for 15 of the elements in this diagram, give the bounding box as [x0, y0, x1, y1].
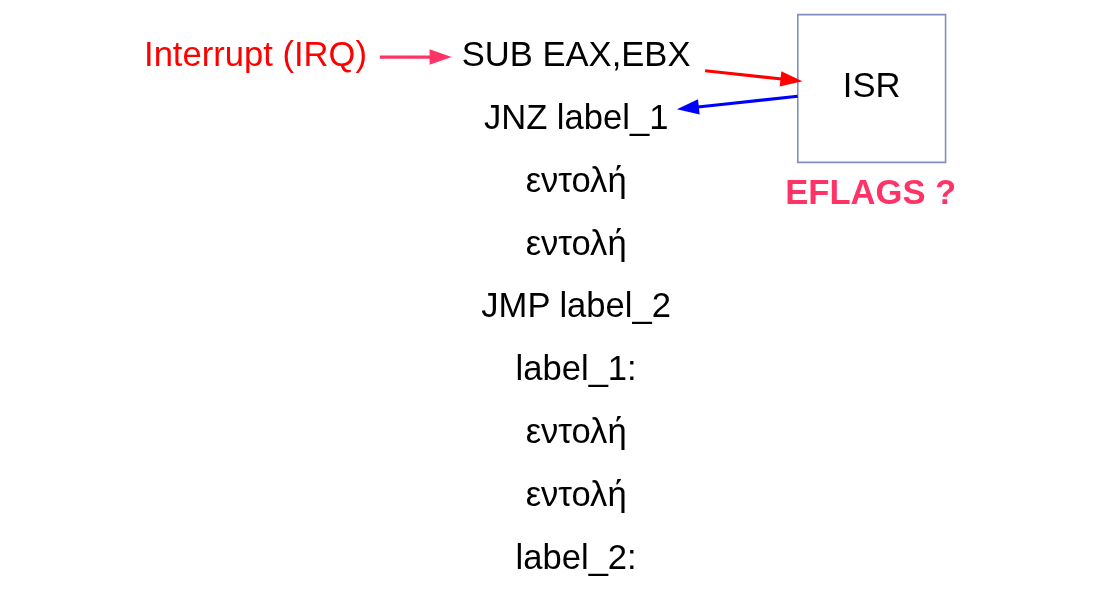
label: EFLAGS ? — [785, 173, 957, 212]
label: εντολή — [525, 223, 627, 262]
node-text: SUB EAX,EBX — [461, 34, 691, 73]
label: εντολή — [525, 412, 627, 451]
node-text: Interrupt (IRQ) — [144, 34, 367, 73]
label: label_1: — [515, 349, 637, 388]
node-box: ISR — [797, 13, 947, 164]
arrow — [379, 49, 452, 65]
arrow — [704, 69, 803, 87]
label: εντολή — [525, 160, 627, 199]
arrow — [676, 94, 798, 115]
label: JMP label_2 — [481, 286, 671, 325]
label: εντολή — [525, 475, 627, 514]
label: label_2: — [515, 537, 637, 576]
node-text: JNZ label_1 — [483, 97, 669, 136]
